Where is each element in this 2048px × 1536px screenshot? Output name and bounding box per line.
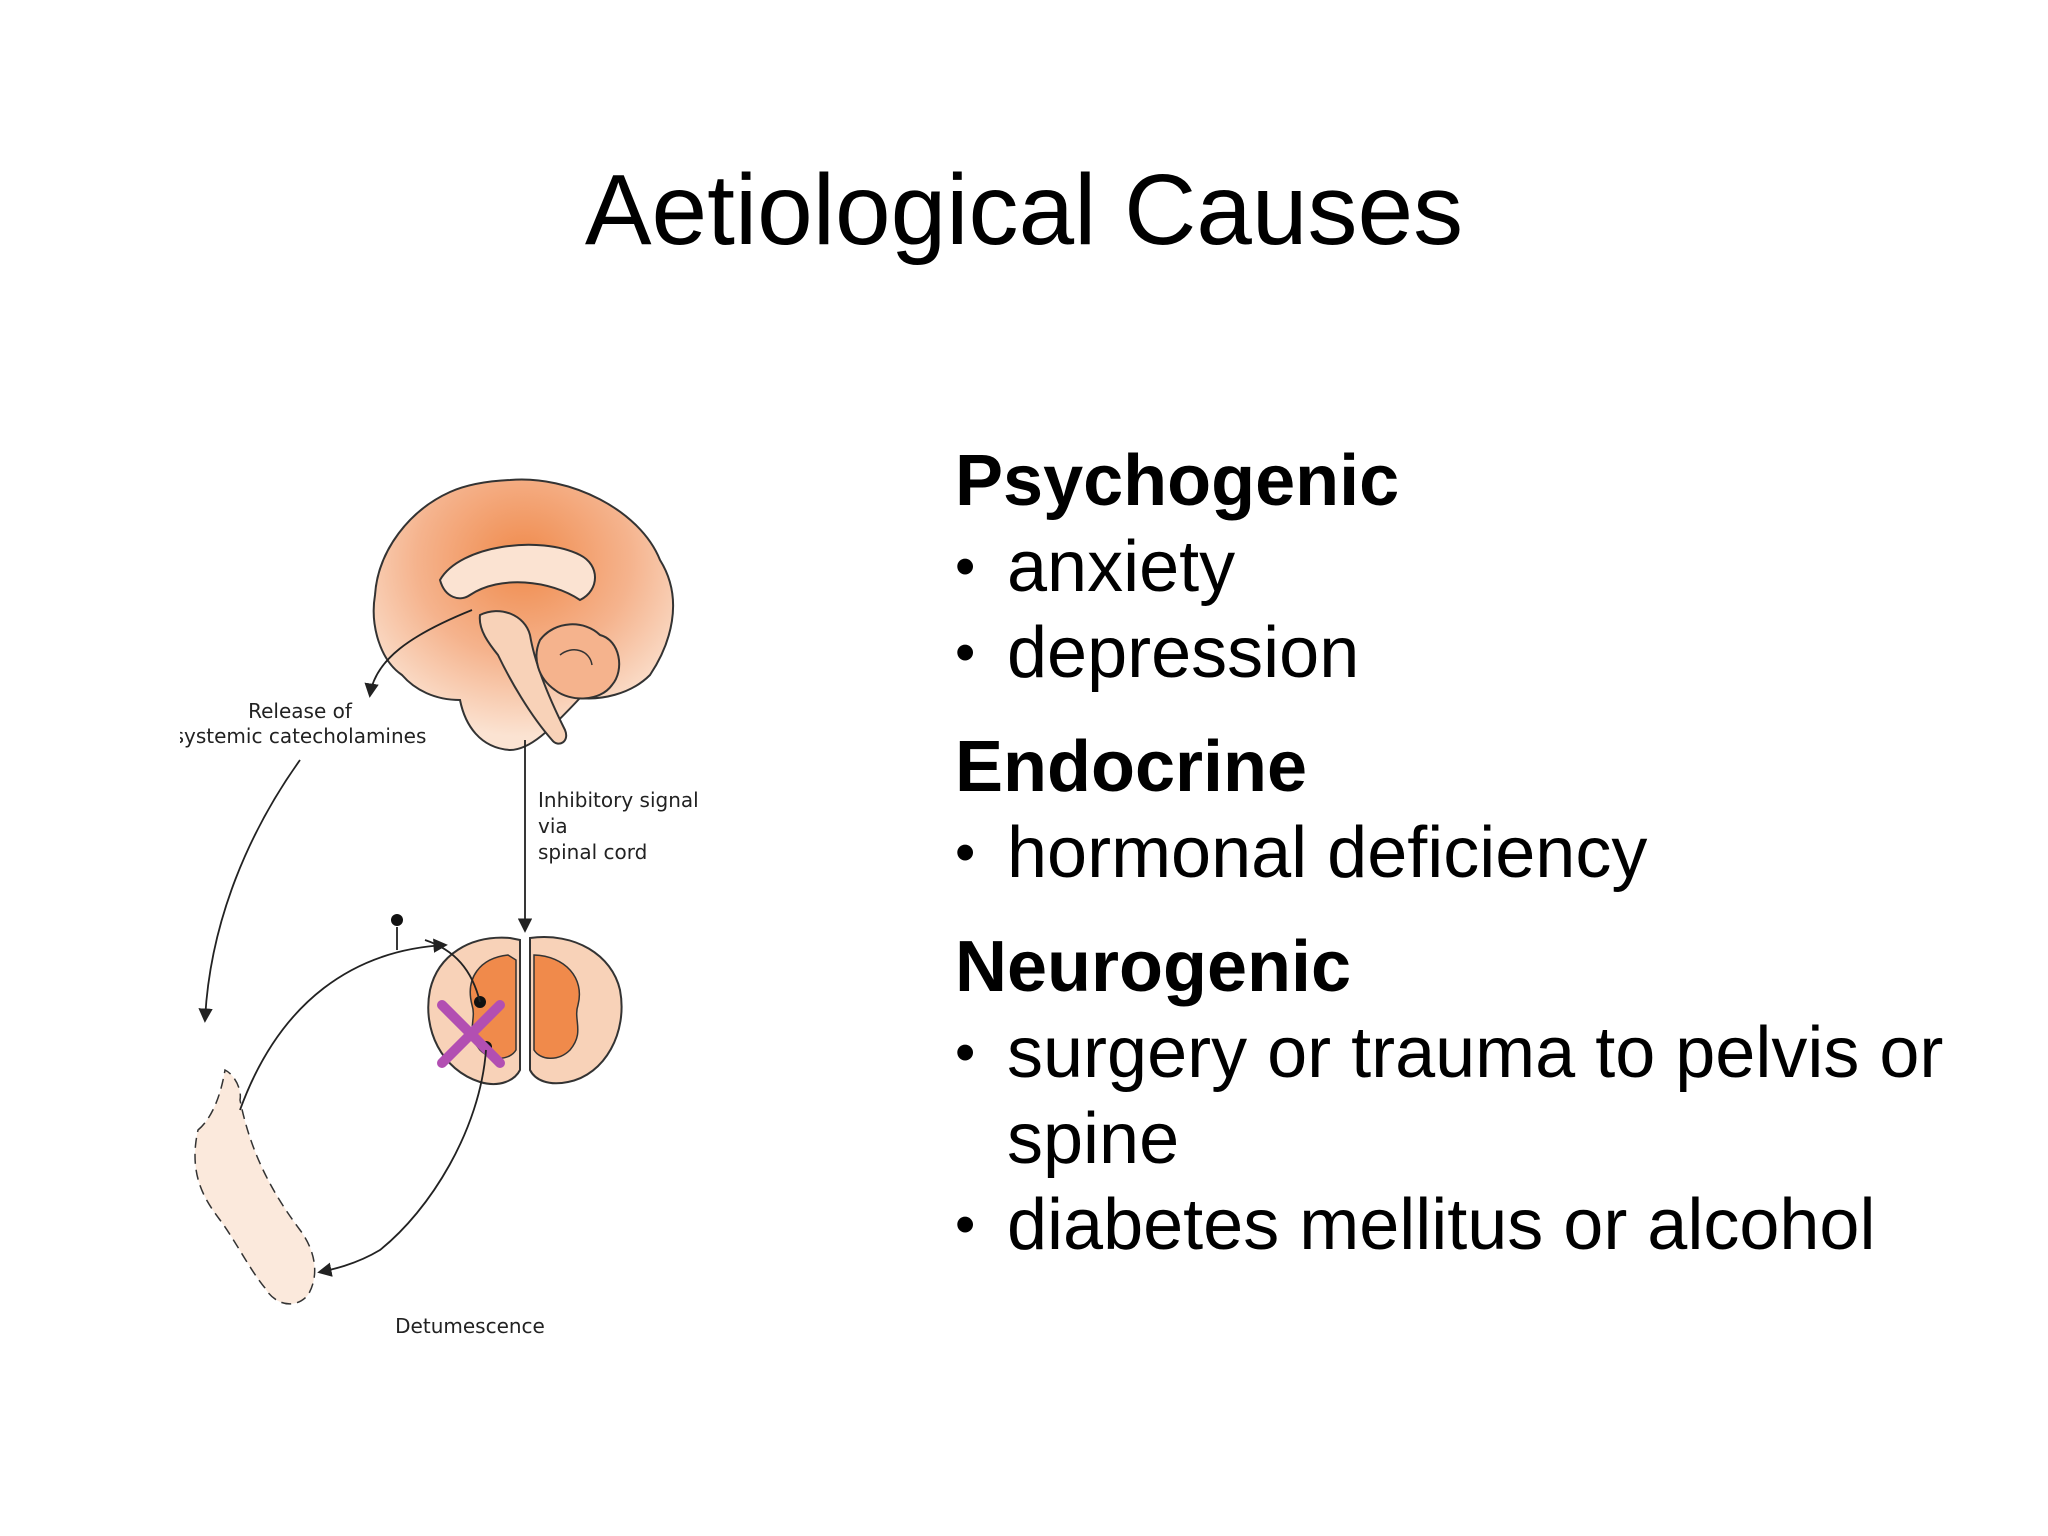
bullet-text: diabetes mellitus or alcohol [1007,1185,1876,1265]
cause-group-endocrine: Endocrine • hormonal deficiency [955,724,2005,896]
bullet-item: • diabetes mellitus or alcohol [955,1182,2005,1268]
label-inhibitory-line2: via [538,814,568,838]
slide-title: Aetiological Causes [584,154,1464,266]
cause-group-neurogenic: Neurogenic • surgery or trauma to pelvis … [955,924,2005,1268]
nerve-pathway-diagram: Release of systemic catecholamines Inhib… [180,478,699,1338]
arrow-cord-to-detumescence [317,1049,487,1277]
bullet-text: surgery or trauma to pelvis or spine [1007,1013,1944,1179]
bullet-item: • anxiety [955,524,2005,610]
cause-group-psychogenic: Psychogenic • anxiety • depression [955,438,2005,696]
causes-list: Psychogenic • anxiety • depression Endocri… [955,438,2005,1296]
label-release-line1: Release of [248,699,353,723]
brain-fold [559,649,593,666]
cause-bullets: • anxiety • depression [955,524,2005,696]
label-release-line2: systemic catecholamines [180,724,426,748]
nerve-terminal-dot [391,914,403,926]
label-inhibitory-line3: spinal cord [538,840,647,864]
cause-heading: Neurogenic [955,927,1352,1007]
corpus-callosum [438,543,596,602]
brain-cortex [372,478,674,752]
cerebellum [535,623,621,700]
label-inhibitory-line1: Inhibitory signal [538,788,699,812]
bullet-text: anxiety [1007,527,1236,607]
bullet-dot: • [955,1192,976,1257]
blocked-signal-cross-mark [437,1000,505,1068]
brain-illustration [372,478,674,752]
bullet-dot: • [955,1020,976,1085]
label-detumescence: Detumescence [395,1314,545,1338]
bullet-dot: • [955,620,976,685]
cause-heading: Endocrine [955,727,1308,807]
cause-bullets: • surgery or trauma to pelvis or spine • d… [955,1010,2005,1268]
bullet-item: • hormonal deficiency [955,810,2005,896]
penis-illustration [194,1068,316,1305]
bullet-item: • depression [955,610,2005,696]
brainstem [478,610,568,745]
arrow-brain-to-release [364,609,473,698]
cause-heading: Psychogenic [955,441,1400,521]
bullet-text: hormonal deficiency [1007,813,1648,893]
nerve-branch [396,927,481,1003]
arrow-release-to-penis [198,759,301,1023]
bullet-item: • surgery or trauma to pelvis or spine [955,1010,2005,1182]
spinal-cord-cross-section [427,936,623,1086]
gray-matter-right [533,954,581,1059]
bullet-dot: • [955,820,976,885]
bullet-text: depression [1007,613,1360,693]
arrow-penis-to-cord [239,938,448,1111]
bullet-dot: • [955,534,976,599]
cause-bullets: • hormonal deficiency [955,810,2005,896]
